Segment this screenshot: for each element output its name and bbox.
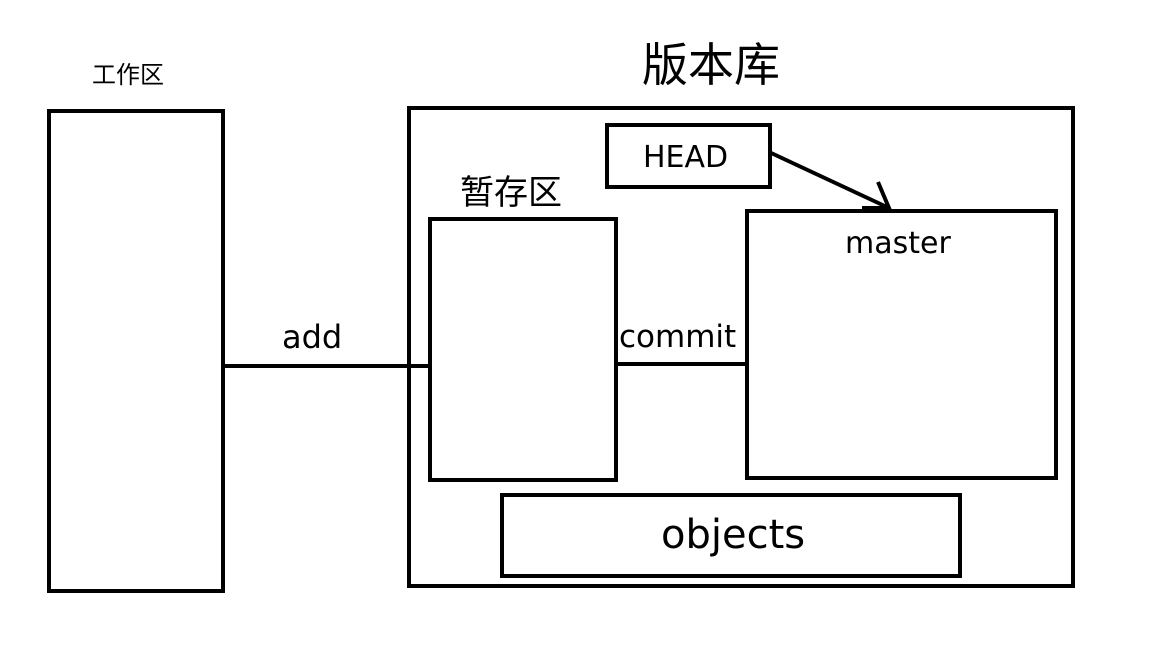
repository-title: 版本库: [642, 38, 780, 92]
add-label: add: [282, 318, 343, 356]
commit-label: commit: [619, 319, 737, 355]
workspace-box: [47, 109, 225, 593]
objects-box: [500, 493, 962, 578]
master-label: master: [845, 226, 951, 261]
master-box: [745, 209, 1058, 480]
head-box: [605, 123, 772, 189]
workspace-label: 工作区: [92, 61, 164, 89]
repository-box: [407, 106, 1075, 588]
stage-box: [428, 217, 618, 482]
head-label: HEAD: [643, 140, 729, 175]
stage-label: 暂存区: [460, 173, 562, 213]
objects-label: objects: [661, 512, 806, 558]
